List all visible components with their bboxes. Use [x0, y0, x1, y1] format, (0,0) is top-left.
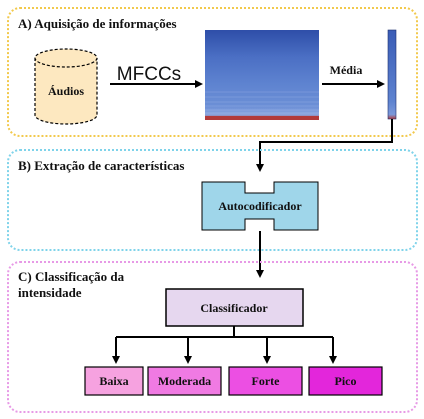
mfcc-arrow-label: MFCCs	[117, 64, 181, 85]
section-a-border	[7, 7, 418, 137]
class-box-moderada	[147, 366, 222, 396]
audios-label: Áudios	[48, 84, 84, 98]
media-arrow-label: Média	[330, 63, 363, 77]
section-c-border	[7, 261, 418, 413]
audios-database	[34, 48, 98, 125]
mfcc-spectrogram	[205, 30, 319, 120]
class-box-baixa	[84, 366, 144, 396]
section-c-title-line1: C) Classificação da	[18, 269, 125, 284]
class-label-pico: Pico	[335, 374, 357, 388]
class-box-pico	[308, 366, 383, 396]
class-box-forte	[228, 366, 303, 396]
class-tree-connectors	[112, 326, 337, 364]
class-label-moderada: Moderada	[158, 374, 211, 388]
section-b-border	[7, 149, 418, 251]
section-b-title: B) Extração de características	[18, 158, 184, 173]
class-label-baixa: Baixa	[99, 374, 128, 388]
mean-vector	[387, 29, 397, 120]
connector-a-to-b	[256, 119, 393, 172]
section-a-title: A) Aquisição de informações	[18, 16, 177, 31]
class-label-forte: Forte	[252, 374, 281, 388]
classifier-label: Classificador	[200, 301, 268, 315]
section-c-title-line2: intensidade	[18, 285, 82, 300]
autoencoder-label: Autocodificador	[218, 199, 302, 213]
autoencoder-shape	[201, 181, 319, 231]
